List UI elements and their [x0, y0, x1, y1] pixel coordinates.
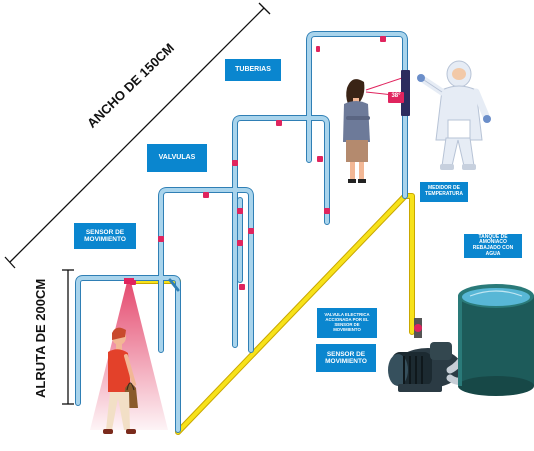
temperature-readout: 38° — [391, 93, 401, 99]
motion-sensor-label-right: SENSOR DE MOVIMIENTO — [316, 344, 376, 372]
woman-with-bag-figure — [103, 327, 138, 434]
hazmat-suit-figure — [417, 60, 491, 170]
motion-sensor-label-left: SENSOR DE MOVIMIENTO — [74, 223, 136, 249]
height-dimension-label: ALRUTA DE 200CM — [33, 278, 48, 398]
height-dimension-line — [62, 269, 74, 405]
temperature-meter-label: MEDIDOR DE TEMPERATURA — [420, 182, 468, 202]
valves-label: VALVULAS — [147, 144, 207, 172]
tank-label: Tanque de amoniaco rebajado con agua — [464, 234, 522, 258]
ammonia-tank — [458, 284, 534, 396]
width-dimension-line — [4, 2, 271, 269]
woman-standing-figure — [343, 79, 370, 183]
pipes-label: TUBERIAS — [225, 59, 281, 81]
temperature-scanner — [365, 70, 410, 116]
water-pump — [388, 318, 462, 392]
motion-sensor-beam — [90, 278, 168, 430]
electric-valve-label: VALVULA ELECTRICA ACCIONADA POR EL SENSO… — [317, 308, 377, 338]
valve-markers — [130, 36, 386, 290]
